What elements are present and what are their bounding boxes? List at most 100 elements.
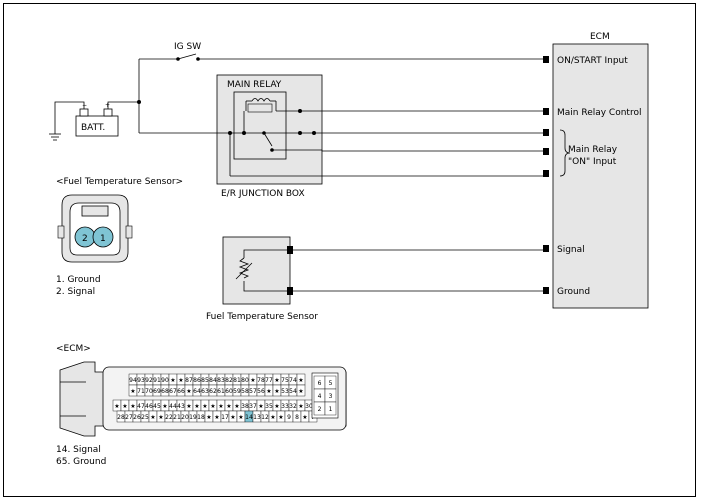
ecm-pin-label: ★ bbox=[206, 414, 211, 421]
ecm-pin-terminal bbox=[543, 129, 549, 136]
ecm-pin-label: 32 bbox=[289, 403, 297, 410]
ecm-pin-label: 8 bbox=[295, 414, 299, 421]
sensor-pin-description-1: 1. Ground bbox=[56, 275, 101, 285]
sensor-pin-terminal bbox=[287, 287, 293, 295]
ecm-pin-label: ★ bbox=[214, 414, 219, 421]
ecm-pin-label: 80 bbox=[241, 377, 249, 384]
battery-positive-wire bbox=[107, 101, 139, 109]
ecm-box bbox=[552, 43, 649, 309]
ecm-pin-label: 87 bbox=[185, 377, 193, 384]
ecm-side-pin-label: 6 bbox=[318, 380, 322, 387]
ecm-pin-label: ★ bbox=[298, 403, 303, 410]
sensor-pin-1 bbox=[92, 226, 114, 248]
ecm-side-pin-label: 5 bbox=[329, 380, 333, 387]
ecm-pin-label: 75 bbox=[281, 377, 289, 384]
ecm-pin-terminal bbox=[543, 245, 549, 252]
ecm-pin-label: ★ bbox=[114, 403, 119, 410]
ecm-pin-label: ★ bbox=[186, 388, 191, 395]
ecm-pin-label: ★ bbox=[158, 414, 163, 421]
ecm-pin-label: 45 bbox=[153, 403, 161, 410]
fuel-temp-sensor-label: Fuel Temperature Sensor bbox=[206, 312, 318, 322]
ecm-main-relay-on-label-2: "ON" Input bbox=[568, 157, 617, 167]
ecm-side-pin-label: 2 bbox=[318, 406, 322, 413]
ecm-pin-label: 22 bbox=[165, 414, 173, 421]
ecm-pin-label: 21 bbox=[173, 414, 181, 421]
ecm-pin-label: 63 bbox=[201, 388, 209, 395]
ecm-pin-label: 83 bbox=[217, 377, 225, 384]
ecm-pin-label: ★ bbox=[130, 403, 135, 410]
ecm-ground-label: Ground bbox=[557, 287, 590, 297]
minus-sign-icon: − bbox=[82, 102, 87, 109]
main-relay-on-wire-2 bbox=[300, 149, 543, 152]
ecm-pin-label: ★ bbox=[250, 377, 255, 384]
battery-plus-terminal bbox=[103, 108, 113, 117]
ig-switch-blade bbox=[177, 53, 197, 60]
ecm-pin-label: ★ bbox=[178, 377, 183, 384]
ecm-main-relay-control-label: Main Relay Control bbox=[557, 108, 641, 118]
main-relay bbox=[233, 91, 287, 160]
diagram-frame bbox=[3, 3, 696, 497]
ecm-pin-label: 56 bbox=[257, 388, 265, 395]
ecm-pin-label: 53 bbox=[281, 388, 289, 395]
ecm-pin-label: 78 bbox=[257, 377, 265, 384]
ecm-pin-label: 20 bbox=[181, 414, 189, 421]
battery-label: BATT. bbox=[81, 123, 105, 133]
ecm-pin-cell bbox=[296, 384, 306, 397]
ecm-side-pin-cell bbox=[324, 401, 337, 416]
ecm-pin-terminal bbox=[543, 148, 549, 155]
ecm-pin-label: 62 bbox=[209, 388, 217, 395]
ecm-pin-label: 13 bbox=[253, 414, 261, 421]
ecm-pin-label: 60 bbox=[225, 388, 233, 395]
ecm-main-relay-on-label-1: Main Relay bbox=[568, 145, 618, 155]
ecm-pin-label: ★ bbox=[278, 414, 283, 421]
ecm-pin-label: 14 bbox=[245, 414, 253, 421]
ecm-pin-label: 81 bbox=[233, 377, 241, 384]
ecm-pin-label: 25 bbox=[141, 414, 149, 421]
connector-latch bbox=[81, 205, 109, 217]
ecm-pin-label: ★ bbox=[230, 414, 235, 421]
ecm-pin-label: 93 bbox=[137, 377, 145, 384]
ecm-pin-label: ★ bbox=[270, 414, 275, 421]
junction-box-label: E/R JUNCTION BOX bbox=[221, 189, 305, 199]
ecm-pin-label: 90 bbox=[161, 377, 169, 384]
ecm-pin-label: 33 bbox=[281, 403, 289, 410]
ecm-pin-label: 64 bbox=[193, 388, 201, 395]
ecm-pin-label: ★ bbox=[302, 414, 307, 421]
ecm-signal-label: Signal bbox=[557, 245, 585, 255]
junction-box bbox=[216, 74, 323, 185]
ecm-pin-label: ★ bbox=[194, 403, 199, 410]
ecm-side-pin-label: 3 bbox=[329, 393, 333, 400]
ecm-pin-label: ★ bbox=[218, 403, 223, 410]
ecm-pin-label: 94 bbox=[129, 377, 137, 384]
ecm-pin-label: 54 bbox=[289, 388, 297, 395]
ecm-pin-label: ★ bbox=[274, 403, 279, 410]
ecm-pin-label: 61 bbox=[217, 388, 225, 395]
ecm-pin-label: 74 bbox=[289, 377, 297, 384]
ecm-pin-label: 37 bbox=[249, 403, 257, 410]
ecm-pin-label: 84 bbox=[209, 377, 217, 384]
ecm-pin-label: 9 bbox=[287, 414, 291, 421]
ecm-pin-label: ★ bbox=[122, 403, 127, 410]
ecm-pin-label: 30 bbox=[305, 403, 313, 410]
ecm-pin-label: 18 bbox=[197, 414, 205, 421]
ecm-pin-label: 17 bbox=[221, 414, 229, 421]
ecm-pin-label: 47 bbox=[137, 403, 145, 410]
ecm-pin-label: ★ bbox=[150, 414, 155, 421]
ecm-pin-label: 27 bbox=[125, 414, 133, 421]
ecm-pin-label: ★ bbox=[130, 388, 135, 395]
ecm-pin-label: ★ bbox=[210, 403, 215, 410]
ecm-pin-label: 69 bbox=[153, 388, 161, 395]
ecm-pin-label: 26 bbox=[133, 414, 141, 421]
battery-ground-wire bbox=[54, 101, 85, 134]
ecm-pin-label: 28 bbox=[117, 414, 125, 421]
ecm-pin-label: 66 bbox=[177, 388, 185, 395]
ecm-side-pin-label: 4 bbox=[318, 393, 322, 400]
sensor-pin-2-label: 2 bbox=[82, 234, 88, 244]
ecm-pin-label: ★ bbox=[226, 403, 231, 410]
ecm-header: <ECM> bbox=[56, 344, 91, 354]
fuel-temp-sensor bbox=[222, 236, 291, 305]
ecm-pin-label: 38 bbox=[241, 403, 249, 410]
ecm-pin-label: 59 bbox=[233, 388, 241, 395]
ecm-pin-label: ★ bbox=[186, 403, 191, 410]
